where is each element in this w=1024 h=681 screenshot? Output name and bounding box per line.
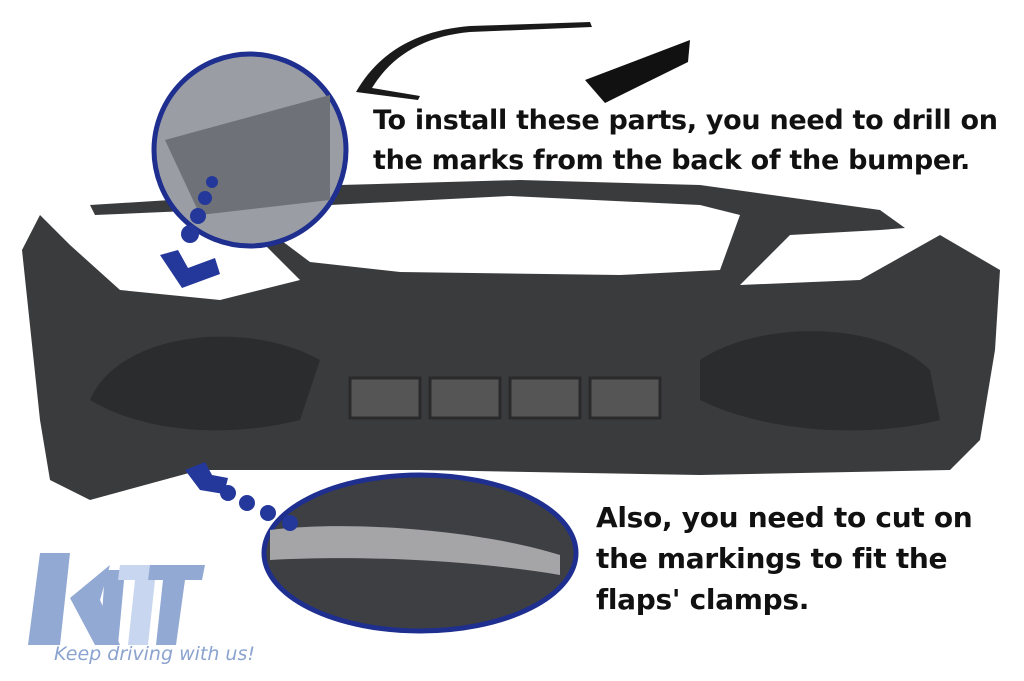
cut-instruction-line: the markings to fit the [596, 542, 948, 575]
flap-part [585, 40, 690, 103]
detail-marking [270, 526, 560, 575]
pointer-cut [185, 462, 298, 531]
bumper-grille-opening [270, 196, 740, 275]
fog-lamp-right [700, 331, 940, 431]
drill-instruction: To install these parts, you need to dril… [373, 101, 998, 181]
drill-instruction-line: To install these parts, you need to dril… [373, 105, 998, 136]
trim-strip-part [356, 22, 592, 100]
drill-instruction-line: the marks from the back of the bumper. [373, 145, 971, 176]
cut-instruction-line: Also, you need to cut on [596, 501, 973, 534]
detail-clip [165, 95, 330, 215]
cut-instruction-line: flaps' clamps. [596, 583, 810, 616]
lower-grille [348, 376, 662, 420]
pointer-drill [160, 176, 220, 288]
fog-lamp-left [90, 336, 320, 431]
brand-tagline: Keep driving with us! [54, 643, 255, 665]
kitt-logo [28, 553, 205, 645]
cut-instruction: Also, you need to cut on the markings to… [596, 497, 973, 620]
